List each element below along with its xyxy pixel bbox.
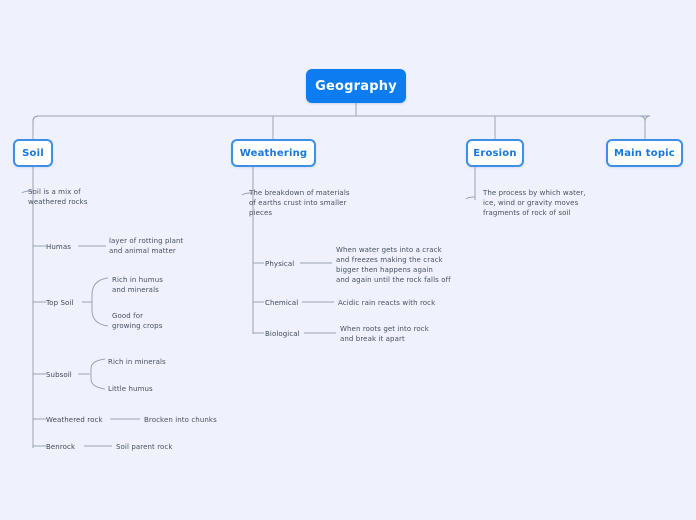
branch-description-erosion: The process by which water, ice, wind or… [483,189,586,217]
child-node-biological[interactable]: Biological [265,330,300,338]
child-node-chemical[interactable]: Chemical [265,299,299,307]
detail-subsoil-1: Rich in minerals [108,358,166,366]
branch-description-soil: Soil is a mix of weathered rocks [28,188,88,206]
child-node-physical[interactable]: Physical [265,260,295,268]
child-node-top-soil[interactable]: Top Soil [46,299,74,307]
branch-node-soil[interactable]: Soil [13,139,53,167]
detail-subsoil-2: Little humus [108,385,153,393]
link-topsoil-fork [91,277,109,327]
link-bus-left [32,115,350,139]
branch-node-label: Main topic [614,147,675,159]
branch-node-main-topic[interactable]: Main topic [606,139,683,167]
link-bus-right [362,115,646,139]
detail-chemical-1: Acidic rain reacts with rock [338,299,436,307]
detail-top-soil-2: Good for growing crops [112,312,163,330]
branch-node-weathering[interactable]: Weathering [231,139,316,167]
child-node-humas[interactable]: Humas [46,243,71,251]
root-node-geography[interactable]: Geography [306,69,406,103]
child-node-weathered-rock[interactable]: Weathered rock [46,416,103,424]
detail-humas-1: layer of rotting plant and animal matter [109,237,184,255]
branch-node-erosion[interactable]: Erosion [466,139,524,167]
link-root-bus [32,115,651,139]
branch-description-weathering: The breakdown of materials of earths cru… [249,189,350,217]
branch-node-label: Weathering [239,147,308,159]
detail-physical-1: When water gets into a crack and freezes… [336,246,451,284]
child-node-subsoil[interactable]: Subsoil [46,371,72,379]
detail-weathered-rock-1: Brocken into chunks [144,416,217,424]
branch-node-label: Erosion [473,147,517,159]
link-subsoil-fork [90,358,106,390]
root-node-label: Geography [315,78,397,94]
detail-biological-1: When roots get into rock and break it ap… [340,325,429,343]
detail-top-soil-1: Rich in humus and minerals [112,276,164,294]
branch-node-label: Soil [22,147,44,159]
child-node-benrock[interactable]: Benrock [46,443,76,451]
link-erosion-desc [465,196,476,200]
detail-benrock-1: Soil parent rock [116,443,173,451]
